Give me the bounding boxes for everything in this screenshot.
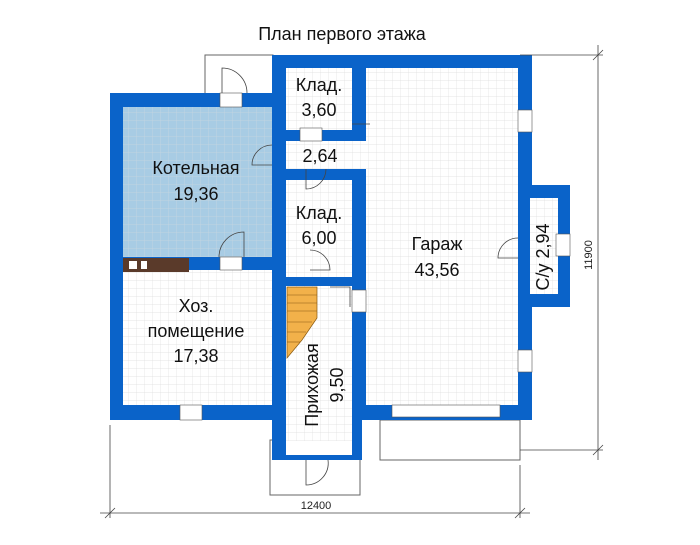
storage-1-area: 3,60 xyxy=(301,100,336,120)
bathroom-label: С/у 2,94 xyxy=(533,223,553,290)
entry-name: Прихожая xyxy=(302,343,322,426)
entry-area: 9,50 xyxy=(327,367,347,402)
room-labels: Клад. 3,60 2,64 Котельная 19,36 Клад. 6,… xyxy=(148,75,553,427)
storage-2-area: 6,00 xyxy=(301,228,336,248)
boiler-equipment xyxy=(123,258,189,272)
plan-title: План первого этажа xyxy=(258,24,427,44)
storage-1-name: Клад. xyxy=(296,75,343,95)
utility-name-2: помещение xyxy=(148,321,245,341)
storage-2-name: Клад. xyxy=(296,203,343,223)
garage-area: 43,56 xyxy=(414,260,459,280)
boiler-room-area: 19,36 xyxy=(173,184,218,204)
utility-name-1: Хоз. xyxy=(179,296,214,316)
dimension-height xyxy=(520,45,604,460)
garage-name: Гараж xyxy=(412,234,463,254)
garage-apron xyxy=(379,419,521,461)
doors xyxy=(218,67,519,486)
boiler-room-name: Котельная xyxy=(152,158,239,178)
dimension-width xyxy=(100,425,530,519)
garage-door xyxy=(391,404,501,418)
windows xyxy=(179,92,571,421)
small-hall-area: 2,64 xyxy=(302,146,337,166)
staircase xyxy=(286,286,318,359)
width-dimension-label: 12400 xyxy=(301,500,332,512)
utility-area: 17,38 xyxy=(173,346,218,366)
height-dimension-label: 11900 xyxy=(583,240,595,270)
